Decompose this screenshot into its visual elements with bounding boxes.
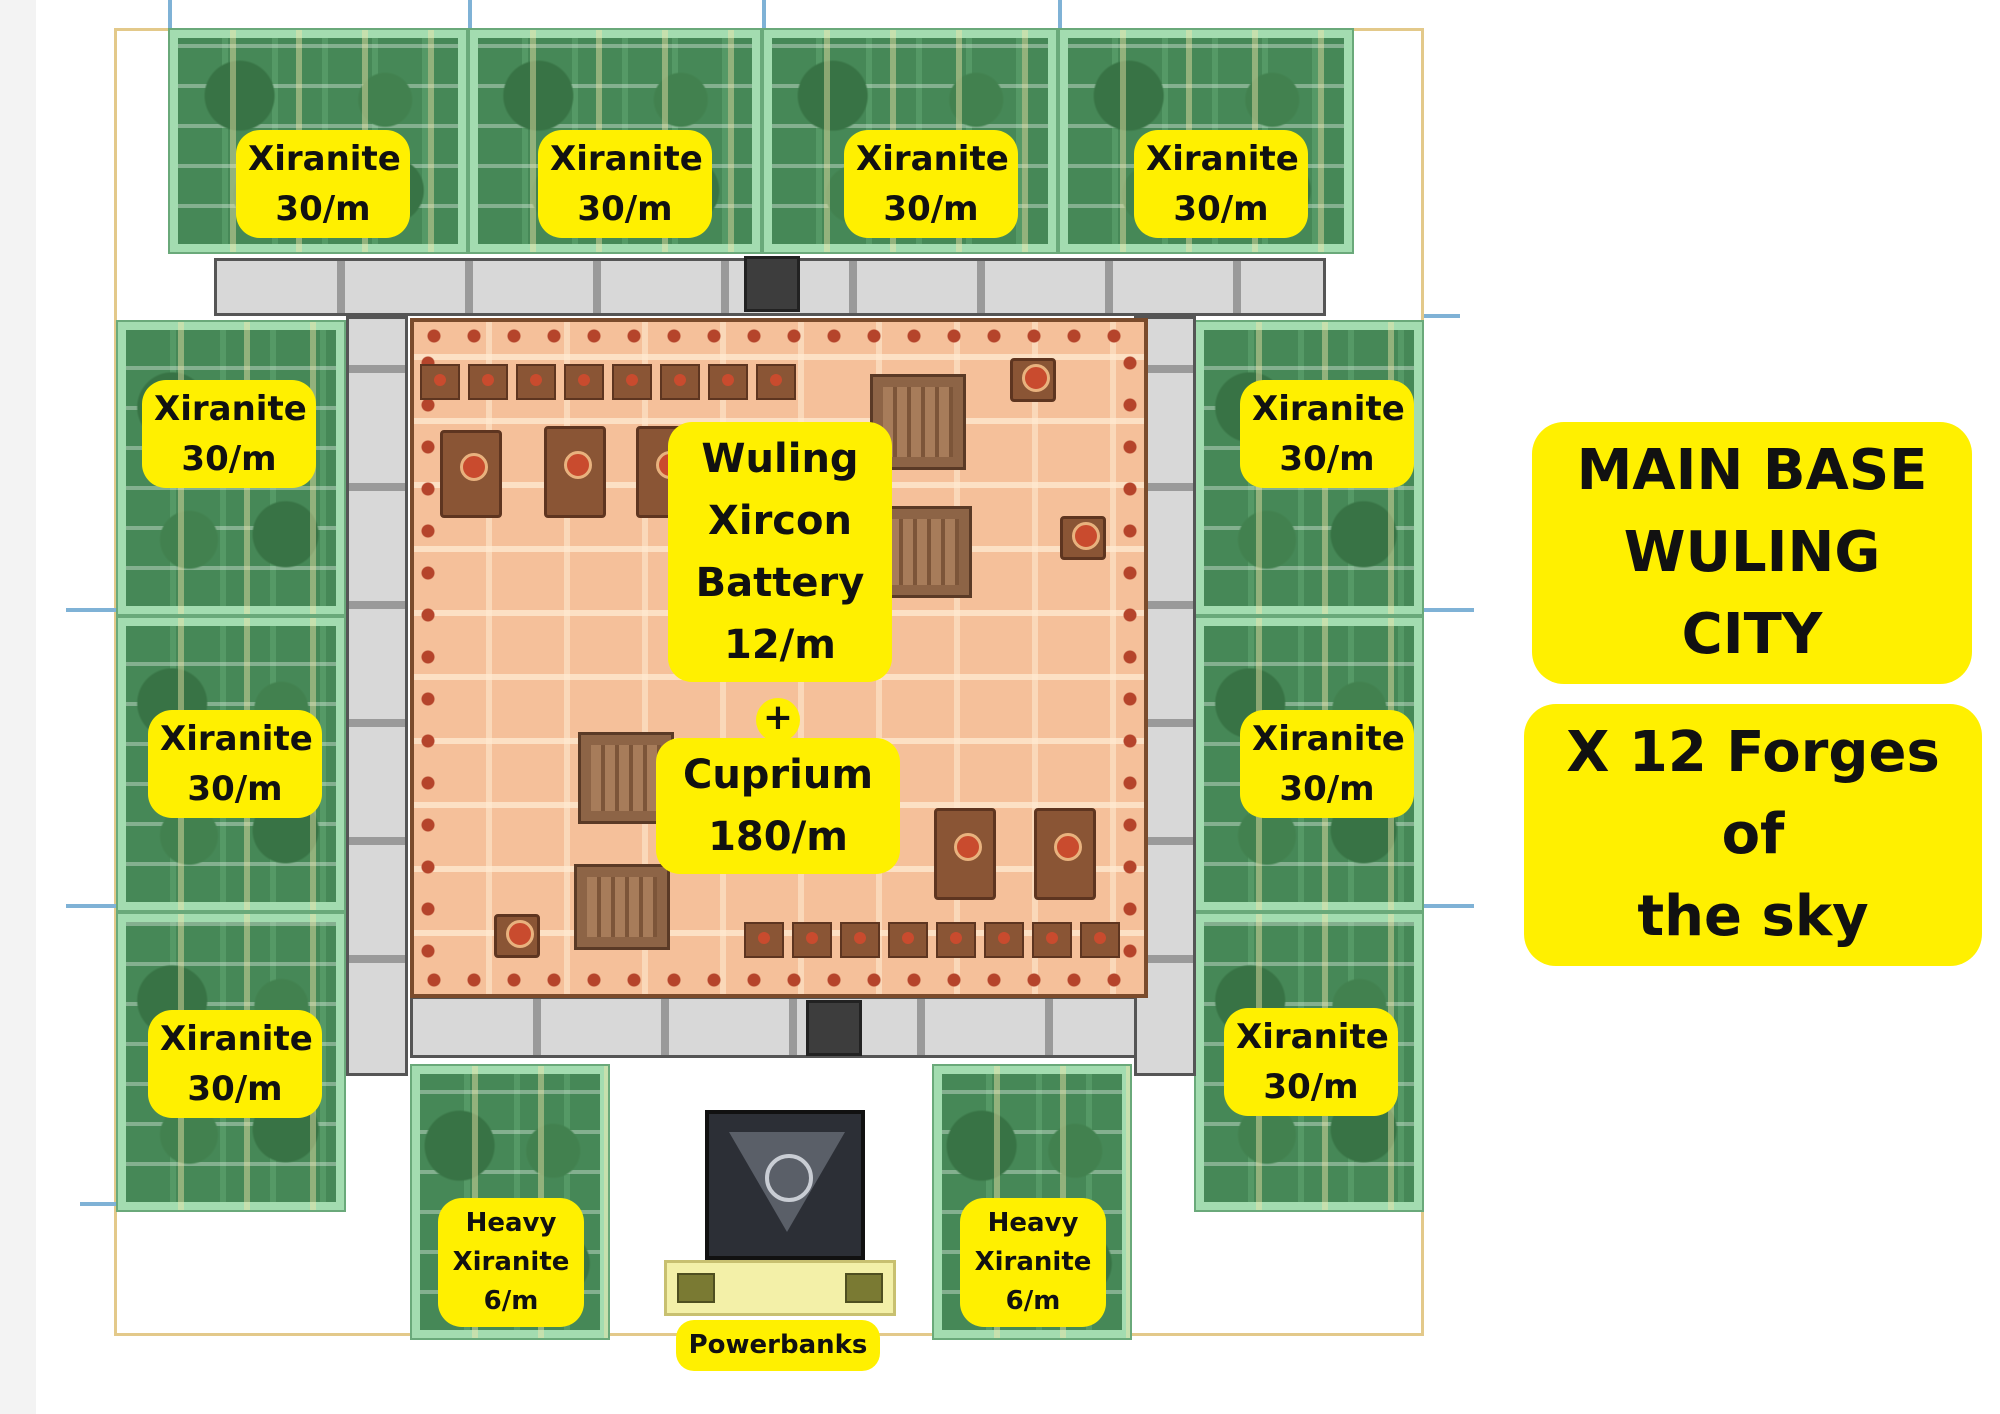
pulverizer-unit: [544, 426, 606, 518]
pipe: [66, 904, 116, 908]
processing-unit: [870, 374, 966, 470]
processing-unit: [574, 864, 670, 950]
pipe: [1058, 0, 1062, 30]
pipe: [1424, 314, 1460, 318]
pulverizer-unit: [934, 808, 996, 900]
crusher-unit: [792, 922, 832, 958]
pylon-column: [1122, 342, 1138, 972]
pulverizer-unit: [440, 430, 502, 518]
xiranite-output-label: Xiranite 30/m: [238, 132, 408, 236]
plus-sign: +: [758, 700, 798, 740]
crusher-unit: [936, 922, 976, 958]
processing-unit: [876, 506, 972, 598]
crusher-unit: [468, 364, 508, 400]
heavy-xiranite-output-label: Heavy Xiranite 6/m: [962, 1200, 1104, 1325]
pulverizer-unit: [1034, 808, 1096, 900]
heavy-xiranite-output-label: Heavy Xiranite 6/m: [440, 1200, 582, 1325]
crusher-unit: [708, 364, 748, 400]
pylon-row: [414, 328, 1144, 344]
pipe: [168, 0, 172, 30]
xiranite-output-label: Xiranite 30/m: [150, 1012, 320, 1116]
powerbank-area: [664, 1260, 896, 1316]
crusher-unit: [494, 914, 540, 958]
crusher-unit: [420, 364, 460, 400]
road-hub-south: [806, 1000, 862, 1056]
xiranite-output-label: Xiranite 30/m: [144, 382, 314, 486]
xiranite-output-label: Xiranite 30/m: [150, 712, 320, 816]
xiranite-output-label: Xiranite 30/m: [1242, 382, 1412, 486]
automation-core-ring: [765, 1154, 813, 1202]
crusher-unit: [840, 922, 880, 958]
powerbank: [845, 1273, 883, 1303]
crusher-unit: [756, 364, 796, 400]
road-hub-north: [744, 256, 800, 312]
pipe: [80, 1202, 116, 1206]
road-west: [346, 316, 408, 1076]
automation-core: [705, 1110, 865, 1260]
pylon-column: [420, 342, 436, 972]
crusher-unit: [744, 922, 784, 958]
xiranite-output-label: Xiranite 30/m: [1136, 132, 1306, 236]
powerbanks-label: Powerbanks: [678, 1322, 878, 1369]
crusher-unit: [888, 922, 928, 958]
pipe: [66, 608, 116, 612]
crusher-unit: [660, 364, 700, 400]
pipe: [468, 0, 472, 30]
pipe: [1424, 904, 1474, 908]
crusher-unit: [612, 364, 652, 400]
wuling-xircon-battery-label: Wuling Xircon Battery 12/m: [670, 424, 890, 680]
pipe: [762, 0, 766, 30]
crusher-unit: [516, 364, 556, 400]
main-base-title: MAIN BASE WULING CITY: [1534, 424, 1970, 682]
cuprium-output-label: Cuprium 180/m: [658, 740, 898, 872]
pylon-row: [414, 972, 1144, 988]
forges-count-label: X 12 Forges of the sky: [1526, 706, 1980, 964]
crusher-unit: [984, 922, 1024, 958]
pipe: [1424, 608, 1474, 612]
refining-unit: [1060, 516, 1106, 560]
xiranite-output-label: Xiranite 30/m: [540, 132, 710, 236]
powerbank: [677, 1273, 715, 1303]
refining-unit: [1010, 358, 1056, 402]
crusher-unit: [564, 364, 604, 400]
xiranite-output-label: Xiranite 30/m: [1226, 1010, 1396, 1114]
crusher-unit: [1032, 922, 1072, 958]
xiranite-output-label: Xiranite 30/m: [1242, 712, 1412, 816]
xiranite-output-label: Xiranite 30/m: [846, 132, 1016, 236]
road-south: [410, 996, 1148, 1058]
crusher-unit: [1080, 922, 1120, 958]
